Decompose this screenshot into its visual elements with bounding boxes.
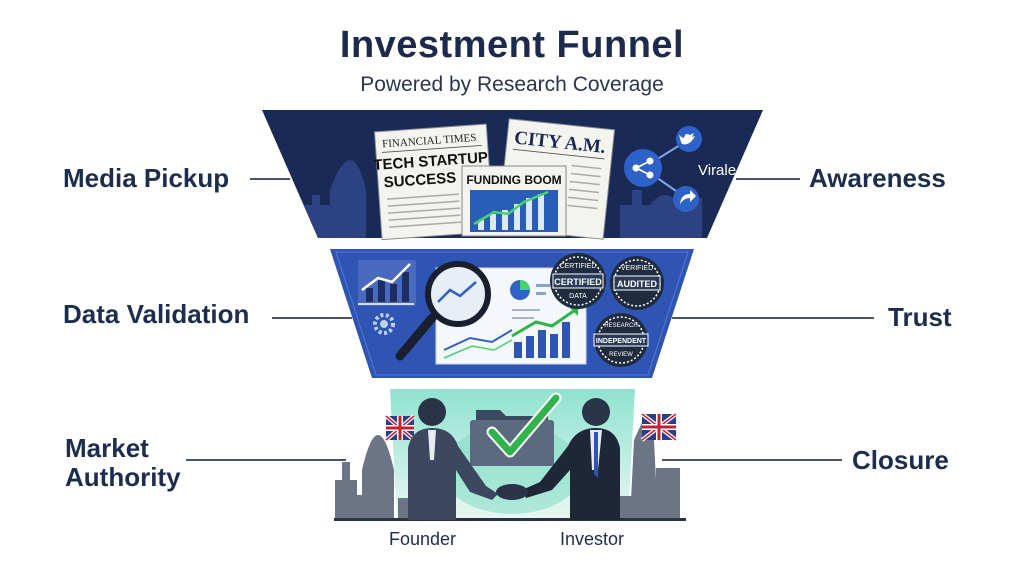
label-founder: Founder (389, 529, 457, 549)
label-investor: Investor (560, 529, 625, 549)
share-label: Virale (698, 162, 736, 179)
badge3-top: RESEARCH (604, 323, 637, 329)
bar-chart-icon (358, 260, 416, 306)
connector-data-validation (272, 317, 352, 319)
badge1-bottom: DATA (569, 293, 587, 300)
connector-closure (662, 459, 842, 461)
handshake (496, 484, 528, 500)
badge2-top: VERIFIED (621, 265, 653, 272)
audited-badge: VERIFIED AUDITED (610, 256, 664, 310)
page-title: Investment Funnel (339, 24, 685, 66)
connector-market-authority (186, 459, 346, 461)
label-authority: Authority (65, 462, 181, 492)
twitter-icon (676, 126, 702, 152)
badge3-bottom: REVIEW (609, 352, 633, 358)
label-data-validation: Data Validation (63, 299, 250, 329)
ground-line (334, 518, 686, 521)
label-media-pickup: Media Pickup (63, 163, 230, 193)
independent-review-badge: RESEARCH INDEPENDENT REVIEW (593, 313, 649, 367)
funding-headline: FUNDING BOOM (466, 173, 561, 187)
badge1-top: CERTIFIED (560, 263, 597, 270)
connector-media-pickup (250, 178, 290, 180)
certified-data-badge: CERTIFIED CERTIFIED DATA (550, 253, 606, 309)
uk-flag-left-icon (384, 414, 416, 442)
gear-icon (373, 313, 395, 335)
share-arrow-icon (673, 186, 699, 212)
badge2-main: AUDITED (617, 279, 657, 289)
label-awareness: Awareness (809, 163, 946, 193)
label-closure: Closure (852, 445, 949, 475)
connector-awareness (736, 178, 800, 180)
page-subtitle: Powered by Research Coverage (360, 73, 664, 96)
label-market: Market (65, 433, 149, 463)
newspaper-funding-boom: FUNDING BOOM (461, 165, 567, 237)
label-market-authority: Market Authority (65, 434, 181, 492)
folder-check-icon (470, 392, 562, 466)
left-skyline (335, 435, 412, 520)
founder-figure (408, 398, 498, 520)
connector-trust (672, 317, 874, 319)
magnifying-glass-icon (395, 261, 491, 361)
ft-headline-line2: SUCCESS (383, 169, 457, 191)
badge1-main: CERTIFIED (554, 277, 602, 287)
label-trust: Trust (888, 302, 952, 332)
badge3-main: INDEPENDENT (596, 338, 647, 345)
uk-flag-right-icon (640, 412, 678, 442)
investor-figure (522, 398, 620, 520)
